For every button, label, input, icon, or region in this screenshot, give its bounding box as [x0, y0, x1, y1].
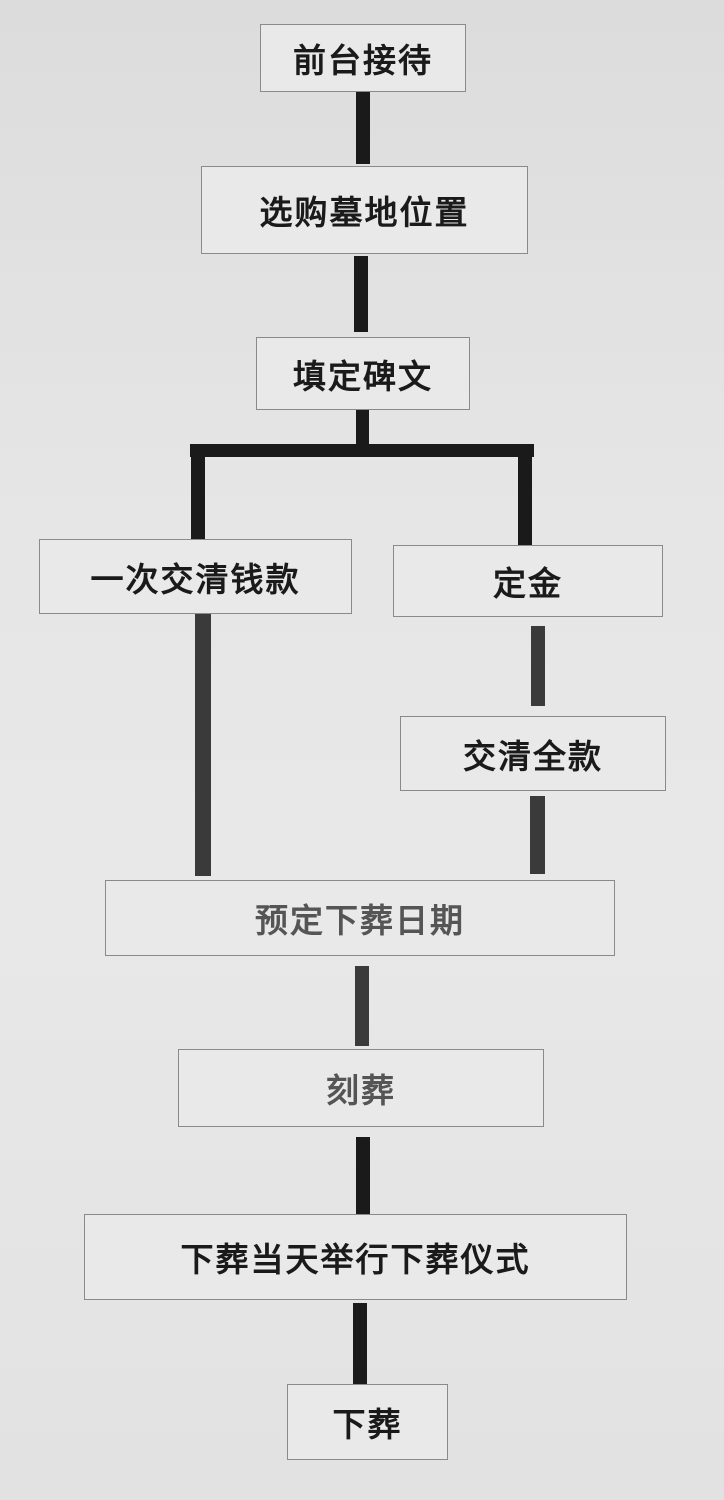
connector-choose-to-inscription — [354, 256, 368, 332]
connector-schedule-to-engrave — [355, 966, 369, 1046]
step-burial-label: 下葬 — [332, 1405, 403, 1444]
step-engrave: 刻葬 — [178, 1049, 544, 1127]
step-ceremony-label: 下葬当天举行下葬仪式 — [180, 1240, 531, 1279]
connector-balance-to-schedule — [530, 796, 545, 874]
step-schedule-burial: 预定下葬日期 — [105, 880, 615, 956]
step-deposit: 定金 — [393, 545, 663, 617]
step-schedule-burial-label: 预定下葬日期 — [255, 901, 465, 940]
step-ceremony: 下葬当天举行下葬仪式 — [84, 1214, 627, 1300]
step-deposit-label: 定金 — [493, 564, 563, 603]
step-choose-plot: 选购墓地位置 — [201, 166, 528, 254]
step-reception: 前台接待 — [260, 24, 466, 92]
step-engrave-label: 刻葬 — [326, 1071, 396, 1110]
connector-engrave-to-ceremony — [356, 1137, 370, 1215]
step-pay-full-once-label: 一次交清钱款 — [90, 559, 301, 599]
step-reception-label: 前台接待 — [293, 41, 433, 80]
step-pay-balance-label: 交清全款 — [463, 736, 603, 776]
step-pay-balance: 交清全款 — [400, 716, 666, 791]
branch-horizontal-bar — [190, 444, 534, 457]
connector-inscription-to-branch — [356, 410, 369, 444]
step-fill-inscription: 填定碑文 — [256, 337, 470, 410]
connector-reception-to-choose — [356, 92, 370, 164]
connector-full-payment-to-schedule — [195, 614, 211, 876]
branch-right-drop — [518, 457, 532, 545]
step-burial: 下葬 — [287, 1384, 448, 1460]
step-pay-full-once: 一次交清钱款 — [39, 539, 352, 614]
branch-left-drop — [191, 457, 205, 539]
connector-ceremony-to-burial — [353, 1303, 367, 1385]
connector-deposit-to-balance — [531, 626, 545, 706]
step-choose-plot-label: 选购墓地位置 — [259, 193, 470, 232]
step-fill-inscription-label: 填定碑文 — [293, 356, 433, 396]
